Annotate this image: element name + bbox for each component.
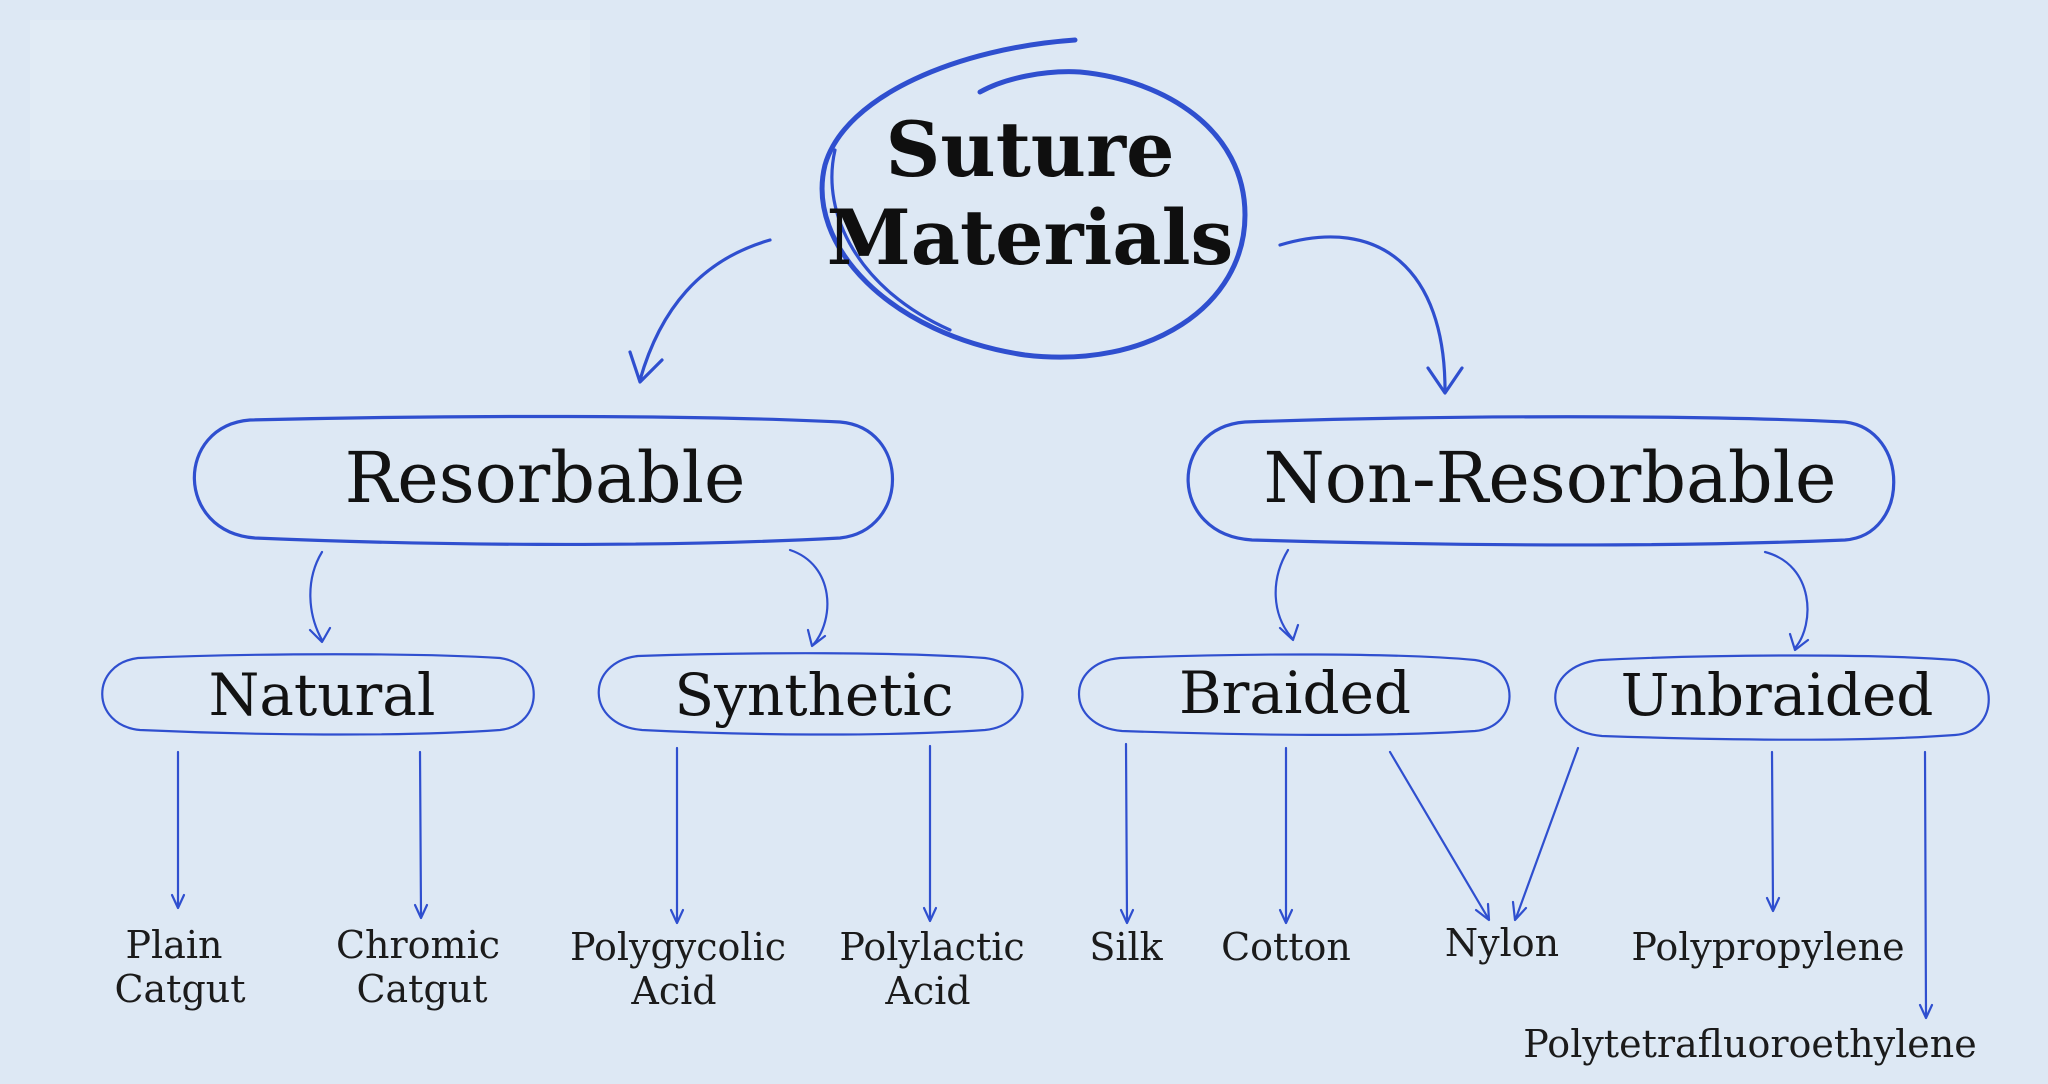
arrow-to-unbraided-head <box>1788 632 1810 652</box>
root-title-line-1: Suture <box>886 105 1175 194</box>
non-resorbable-label: Non-Resorbable <box>1264 437 1837 519</box>
leaf-polylactic-acid-line-2: Acid <box>884 969 970 1013</box>
leaf-chromic-catgut-line-1: Chromic <box>336 923 500 967</box>
subcategory-unbraided: Unbraided <box>1554 654 1990 741</box>
braided-label: Braided <box>1179 659 1411 727</box>
leaf-polypropylene: Polypropylene <box>1631 925 1904 969</box>
leaf-cotton: Cotton <box>1221 925 1351 969</box>
arrow-polylactic-acid-head <box>922 906 938 923</box>
synthetic-pill <box>597 652 1024 736</box>
resorbable-label: Resorbable <box>345 437 746 519</box>
arrow-polypropylene-head <box>1765 896 1781 913</box>
arrow-cotton-head <box>1278 908 1294 925</box>
category-non-resorbable: Non-Resorbable <box>1186 415 1896 547</box>
leaf-plain-catgut-line-1: Plain <box>125 923 222 967</box>
category-resorbable: Resorbable <box>192 414 895 547</box>
leaf-polylactic-acid-line-1: Polylactic <box>839 925 1024 969</box>
watermark-area <box>30 20 590 180</box>
arrow-silk <box>1124 742 1129 922</box>
arrow-to-natural <box>309 550 324 642</box>
leaf-labels: Plain Catgut Chromic Catgut Polygycolic … <box>114 921 1976 1066</box>
arrow-to-non-resorbable-head <box>1426 366 1464 395</box>
arrow-unbraided-nylon <box>1514 746 1580 920</box>
arrow-to-natural-head <box>308 626 332 644</box>
natural-pill <box>101 653 535 736</box>
arrow-to-braided <box>1274 548 1294 640</box>
synthetic-label: Synthetic <box>674 661 953 729</box>
leaf-plain-catgut-line-2: Catgut <box>114 967 245 1011</box>
root-circle-stroke-2 <box>830 148 952 332</box>
leaf-silk: Silk <box>1089 925 1163 969</box>
arrow-to-non-resorbable <box>1278 235 1447 392</box>
arrow-plain-catgut-head <box>170 893 186 910</box>
root-to-category-arrows <box>628 235 1464 395</box>
leaf-polygycolic-acid-line-2: Acid <box>630 969 716 1013</box>
arrow-to-unbraided <box>1763 550 1809 650</box>
arrow-to-braided-head <box>1278 623 1300 642</box>
root-node: Suture Materials <box>819 37 1248 360</box>
unbraided-pill <box>1554 654 1990 741</box>
leaf-nylon: Nylon <box>1445 921 1559 965</box>
arrow-polytetrafluoroethylene <box>1923 750 1928 1017</box>
subcategory-braided: Braided <box>1077 653 1511 736</box>
natural-label: Natural <box>209 661 436 729</box>
unbraided-label: Unbraided <box>1621 661 1934 729</box>
arrow-braided-nylon-head <box>1474 902 1491 922</box>
arrow-chromic-catgut <box>418 750 423 917</box>
arrow-polytetrafluoroethylene-head <box>1918 1003 1934 1020</box>
category-to-subcategory-arrows <box>308 548 1810 652</box>
braided-pill <box>1077 653 1511 736</box>
arrow-polypropylene <box>1770 750 1775 910</box>
leaf-polytetrafluoroethylene: Polytetrafluoroethylene <box>1523 1022 1976 1066</box>
leaf-chromic-catgut-line-2: Catgut <box>356 967 487 1011</box>
arrow-braided-nylon <box>1388 750 1490 920</box>
non-resorbable-pill <box>1186 415 1896 547</box>
arrow-to-synthetic-head <box>806 628 827 648</box>
root-circle-stroke-1 <box>819 37 1248 360</box>
subcategory-natural: Natural <box>101 653 535 736</box>
root-title-line-2: Materials <box>827 193 1234 282</box>
arrow-to-resorbable <box>638 238 772 382</box>
arrow-unbraided-nylon-head <box>1511 900 1528 922</box>
arrow-silk-head <box>1119 908 1135 925</box>
arrow-polygycolic-acid-head <box>669 908 685 925</box>
leaf-arrows <box>170 742 1934 1020</box>
arrow-to-resorbable-head <box>628 350 664 384</box>
arrow-chromic-catgut-head <box>413 903 429 920</box>
subcategory-synthetic: Synthetic <box>597 652 1024 736</box>
arrow-to-synthetic <box>788 548 829 647</box>
leaf-polygycolic-acid-line-1: Polygycolic <box>570 925 786 969</box>
resorbable-pill <box>192 414 895 547</box>
